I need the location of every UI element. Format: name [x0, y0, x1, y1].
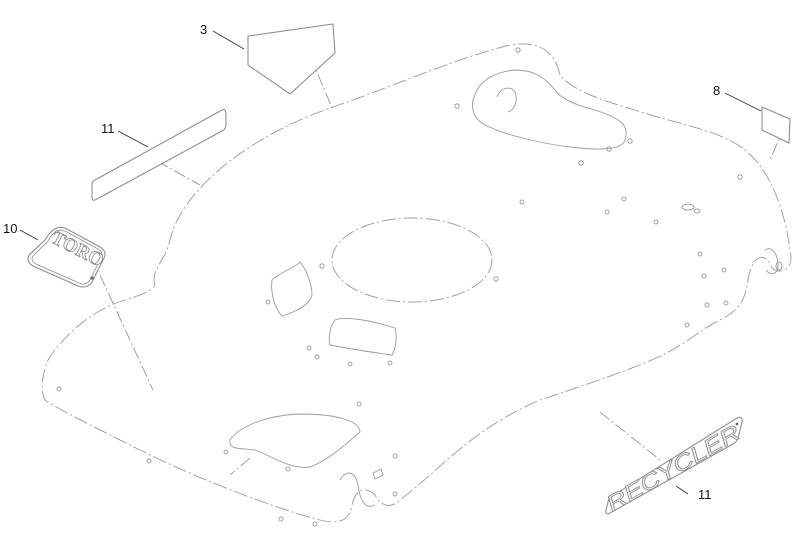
placement-center-lines	[99, 55, 786, 476]
decal-11-recycler[interactable]: RECYCLER	[602, 416, 745, 517]
callout-11-bottom: 11	[698, 487, 712, 502]
decal-11-strip[interactable]	[91, 108, 227, 201]
callout-8: 8	[713, 83, 721, 98]
decal-10-toro-logo[interactable]: TORO	[27, 226, 107, 288]
mounting-holes	[56, 47, 743, 527]
callout-10: 10	[3, 221, 18, 236]
callout-11-top: 11	[101, 121, 115, 136]
leader-lines	[19, 30, 762, 495]
decal-3-triangular[interactable]	[247, 23, 336, 95]
mower-deck-outline	[41, 43, 792, 523]
recycler-decal-text: RECYCLER	[602, 420, 745, 517]
decal-8-rectangular[interactable]	[761, 106, 791, 144]
callout-3: 3	[200, 22, 208, 37]
